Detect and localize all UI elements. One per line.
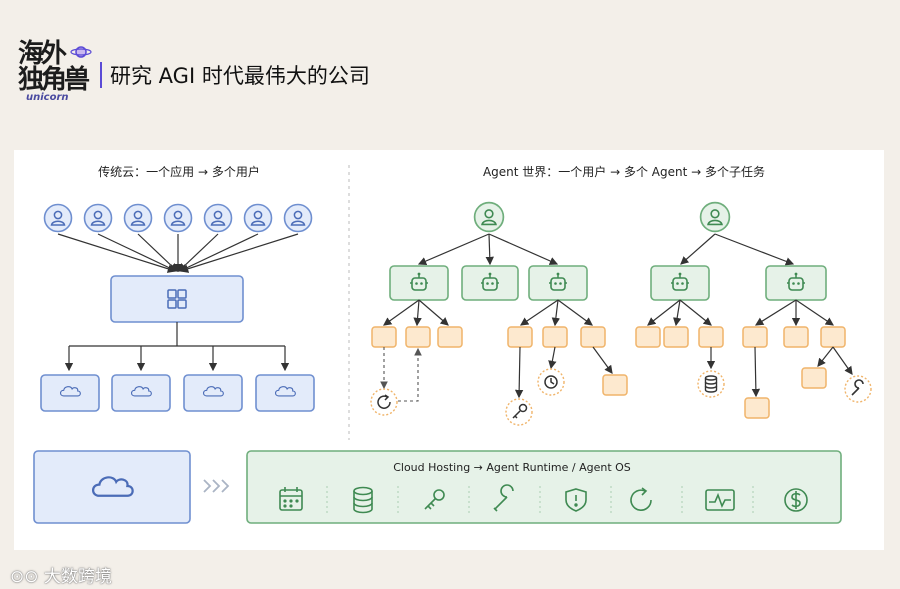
subtask-box [820,326,846,348]
subtask-box [635,326,661,348]
tree2-tool-edges [706,346,853,398]
agent-box [650,265,710,301]
wrench-icon [493,484,514,512]
user-icon [203,203,233,233]
agent-user-icon [699,201,731,233]
refresh-tool [370,388,398,416]
left-user-icons [43,203,313,233]
retry-loop [380,347,422,402]
agent-user-icon [473,201,505,233]
wrench-icon [851,379,864,396]
application-box [110,275,244,323]
agent-box [528,265,588,301]
agent-box [389,265,449,301]
tree2-agent-edges [647,299,834,327]
cloud-instances [40,374,315,412]
bottom-title: Cloud Hosting → Agent Runtime / Agent OS [393,461,631,474]
tree1-subtasks [371,326,628,396]
subtask-box [580,326,606,348]
cloud-instance-box [111,374,171,412]
watermark: ⊙⊙ 大数跨境 [10,562,112,587]
planet-icon [70,46,92,58]
subtask-box [698,326,724,348]
header-divider [100,62,102,88]
runtime-icons [279,484,808,514]
subtask-box [801,367,827,389]
cloud-hosting-box [33,450,191,524]
logo: 海外 独角兽 unicorn [18,40,98,108]
diagram-svg: 传统云：一个应用 → 多个用户 [33,164,872,524]
user-icon [283,203,313,233]
tree2-subtasks [635,326,846,419]
app-to-cloud-arrows [64,322,290,372]
clock-icon [544,375,558,389]
user-icon [243,203,273,233]
cloud-instance-box [40,374,100,412]
diagram-panel: 传统云：一个应用 → 多个用户 [14,150,884,550]
agent-box [461,265,519,301]
page-title: 研究 AGI 时代最伟大的公司 [110,64,370,88]
watermark-text: 大数跨境 [43,567,112,587]
database-icon [353,486,373,514]
subtask-box [602,374,628,396]
user-icon [163,203,193,233]
subtask-box [437,326,463,348]
tree1-agents [389,265,588,301]
shield-icon [565,488,587,512]
subtask-box [742,326,768,348]
user-icon [43,203,73,233]
logo-line2: 独角兽 [18,65,90,95]
agent-box [765,265,827,301]
logo-subtitle: unicorn [26,92,69,103]
tree2-user-edges [680,233,795,266]
logo-line1: 海外 [18,39,67,69]
runtime-separators [326,486,754,516]
key-icon [512,403,528,419]
refresh-icon [630,487,652,511]
subtask-box [405,326,431,348]
user-to-app-arrows [57,233,299,273]
subtask-box [507,326,533,348]
right-title: Agent 世界：一个用户 → 多个 Agent → 多个子任务 [483,164,765,179]
cloud-instance-box [183,374,243,412]
left-title: 传统云：一个应用 → 多个用户 [98,164,260,179]
app-grid-icon [167,289,187,309]
dollar-icon [784,488,808,512]
agent-runtime-box [246,450,842,524]
tree2-agents [650,265,827,301]
tree1-tool-edges [514,346,613,399]
subtask-box [783,326,809,348]
refresh-icon [377,394,391,409]
subtask-box [542,326,568,348]
subtask-box [663,326,689,348]
user-icon [83,203,113,233]
watermark-logo-icon: ⊙⊙ [10,567,44,587]
key-icon [424,489,445,510]
monitor-icon [705,489,735,511]
calendar-icon [279,487,303,511]
subtask-box [744,397,770,419]
cloud-instance-box [255,374,315,412]
user-icon [123,203,153,233]
chevrons-icon [203,479,230,493]
subtask-box [371,326,397,348]
database-icon [704,375,718,393]
tree1-agent-edges [383,299,593,327]
tree1-user-edges [417,233,559,266]
